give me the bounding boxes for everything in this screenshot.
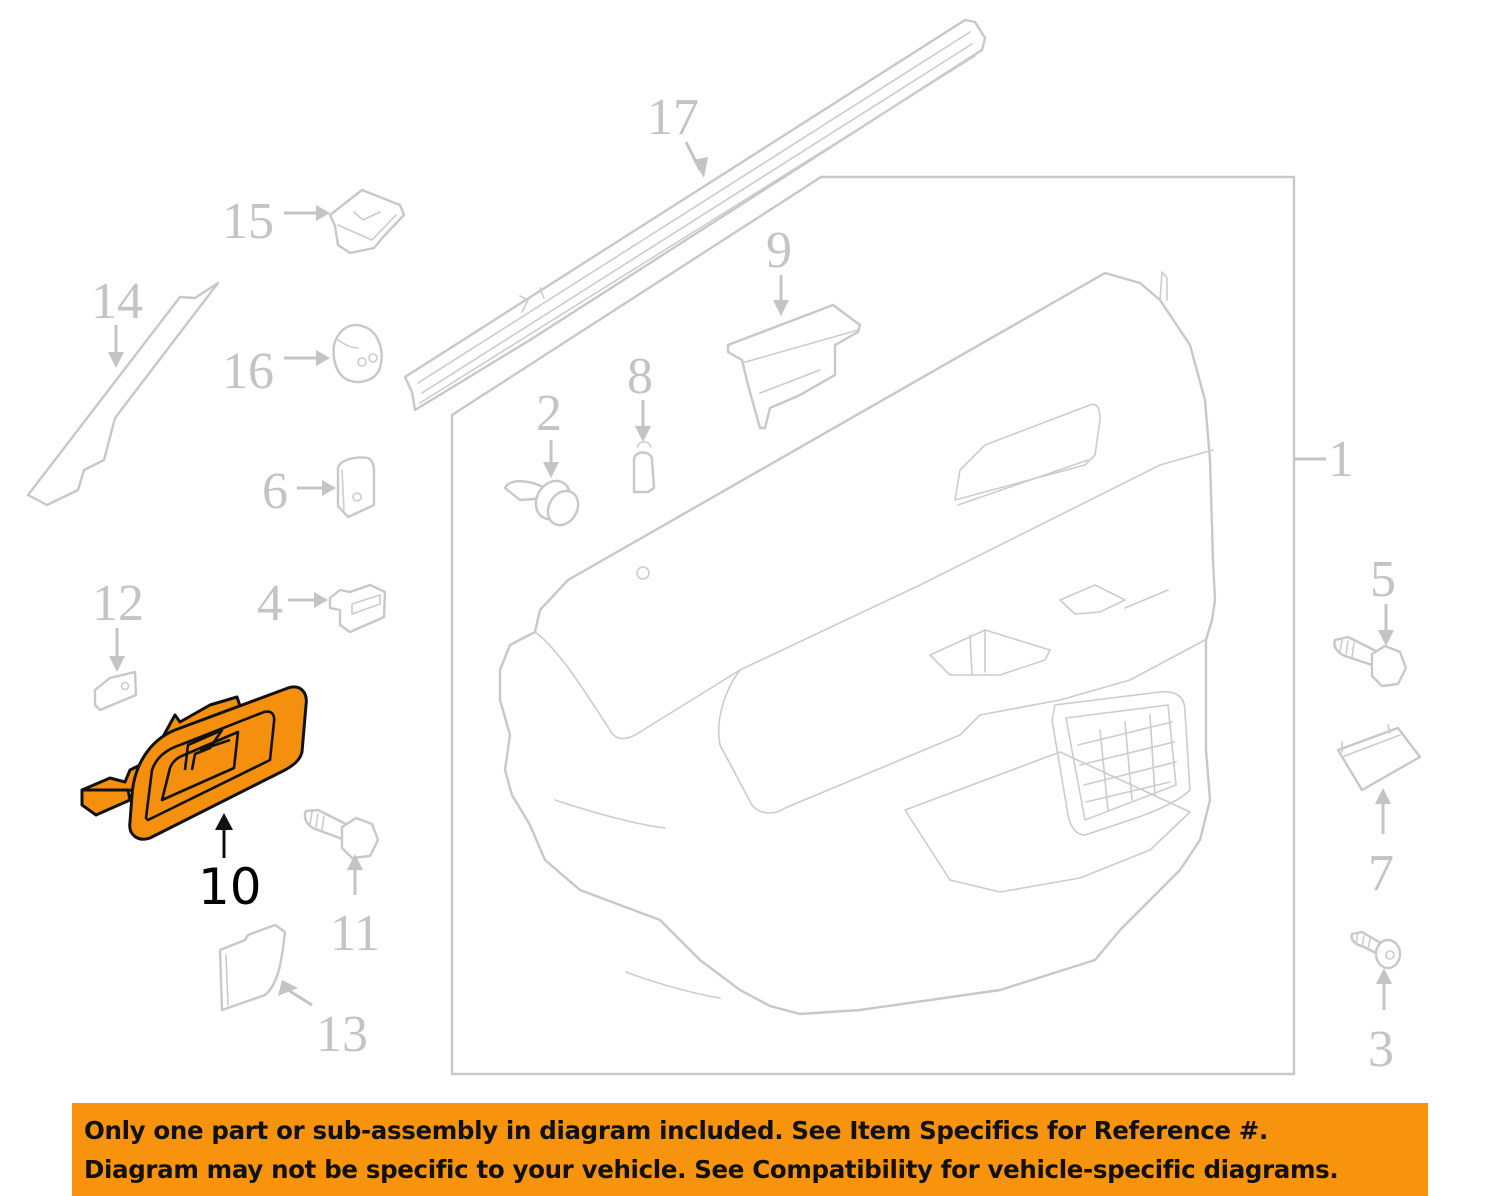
callout-9: 9 — [766, 222, 792, 279]
callout-7: 7 — [1368, 845, 1394, 902]
part-13-cover: 13 — [218, 923, 368, 1063]
part-3-screw: 3 — [1350, 930, 1402, 1078]
part-5-bolt: 5 — [1333, 551, 1408, 688]
callout-11: 11 — [330, 905, 380, 962]
callout-17: 17 — [647, 89, 699, 146]
disclaimer-line-1: Only one part or sub-assembly in diagram… — [84, 1115, 1268, 1145]
callout-4: 4 — [257, 575, 283, 632]
callout-13: 13 — [316, 1006, 368, 1063]
part-2-push-pin: 2 — [503, 385, 580, 527]
callout-6: 6 — [262, 463, 288, 520]
part-1-assembly-box: 1 — [450, 175, 1354, 1076]
callout-3: 3 — [1368, 1021, 1394, 1078]
part-12-bracket: 12 — [92, 575, 144, 712]
door-trim-panel-drawing — [498, 271, 1217, 1016]
callout-5: 5 — [1370, 551, 1396, 608]
disclaimer-banner: Only one part or sub-assembly in diagram… — [72, 1103, 1428, 1196]
part-11-bolt: 11 — [303, 808, 380, 962]
callout-1: 1 — [1328, 431, 1354, 488]
callout-2: 2 — [536, 385, 562, 442]
part-16-grommet: 16 — [222, 323, 383, 400]
callout-10: 10 — [198, 858, 262, 916]
part-9-switch-bezel: 9 — [726, 222, 862, 430]
part-14-trim-strip: 14 — [26, 273, 220, 507]
callout-16: 16 — [222, 343, 274, 400]
part-4-clip: 4 — [257, 575, 387, 634]
part-15-clip: 15 — [222, 188, 406, 255]
part-8-clip: 8 — [627, 348, 656, 494]
part-10-inside-handle-highlighted[interactable]: 10 — [80, 685, 308, 916]
disclaimer-line-2: Diagram may not be specific to your vehi… — [84, 1154, 1339, 1184]
part-7-clip: 7 — [1336, 724, 1422, 902]
callout-8: 8 — [627, 348, 653, 405]
part-6-clip: 6 — [262, 456, 376, 520]
callout-14: 14 — [91, 273, 143, 330]
part-17-weatherstrip: 17 — [403, 18, 987, 412]
callout-12: 12 — [92, 575, 144, 632]
callout-15: 15 — [222, 193, 274, 250]
